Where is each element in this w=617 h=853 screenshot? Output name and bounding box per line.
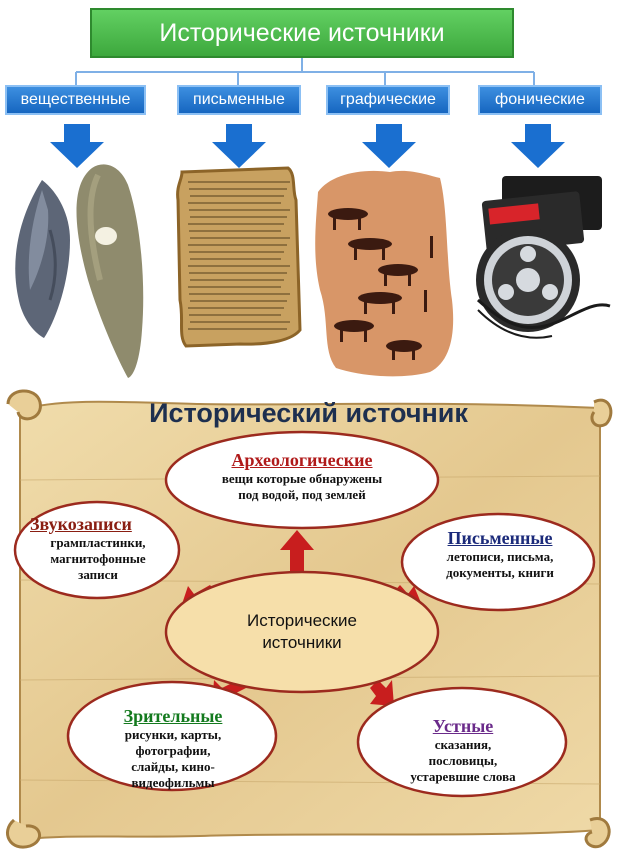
arrow-down-3 [362, 124, 416, 168]
page-title: Исторические источники [159, 18, 445, 47]
oval-archaeological [164, 430, 440, 530]
node-line: устаревшие слова [410, 769, 516, 784]
node-line: документы, книги [446, 565, 554, 580]
oval-written [400, 512, 596, 612]
flint-arrowhead-image [15, 180, 70, 338]
category-label: вещественные [20, 91, 131, 108]
top-diagram [15, 58, 611, 378]
category-material: вещественные [5, 85, 146, 115]
node-written: Письменные летописи, письма, документы, … [410, 528, 590, 581]
connector-lines [75, 58, 535, 85]
arrow-down-1 [50, 124, 104, 168]
category-label: графические [340, 91, 436, 108]
node-line: пословицы, [428, 753, 498, 768]
oval-center [164, 570, 440, 694]
node-line: видеофильмы [131, 775, 215, 790]
node-heading: Устные [432, 716, 494, 736]
oval-visual [66, 680, 278, 792]
category-label: фонические [495, 91, 585, 108]
node-line: записи [78, 567, 118, 582]
node-archaeological: Археологические вещи которые обнаружены … [166, 450, 438, 503]
center-node: Исторические источники [166, 610, 438, 654]
manuscript-image [176, 166, 302, 348]
node-line: слайды, кино- [131, 759, 215, 774]
scroll-diagram [6, 389, 613, 849]
node-line: сказания, [434, 737, 492, 752]
category-graphic: графические [326, 85, 450, 115]
center-line: Исторические [247, 611, 357, 630]
node-line: под водой, под землей [238, 487, 366, 502]
scroll-title: Исторический источник [149, 398, 468, 428]
node-heading: Археологические [231, 450, 373, 470]
category-written: письменные [177, 85, 301, 115]
arrow-up [280, 530, 314, 580]
cave-painting-image [315, 170, 454, 377]
stone-axe-image [76, 164, 144, 378]
node-heading: Письменные [447, 528, 553, 548]
arrow-right-down [370, 680, 394, 706]
center-line: источники [262, 633, 342, 652]
node-line: грампластинки, [50, 535, 146, 550]
oval-sound [13, 500, 181, 600]
node-visual: Зрительные рисунки, карты, фотографии, с… [76, 706, 270, 791]
page-title-box: Исторические источники [90, 8, 514, 58]
arrow-down-4 [511, 124, 565, 168]
node-heading: Зрительные [123, 706, 223, 726]
node-sound: Звукозаписи грампластинки, магнитофонные… [22, 514, 174, 583]
arrow-down-2 [212, 124, 266, 168]
node-line: рисунки, карты, [124, 727, 222, 742]
node-line: фотографии, [135, 743, 211, 758]
cassette-reel-image [476, 176, 611, 339]
category-phonic: фонические [478, 85, 602, 115]
node-line: магнитофонные [50, 551, 146, 566]
node-heading: Звукозаписи [30, 514, 132, 534]
node-oral: Устные сказания, пословицы, устаревшие с… [368, 716, 558, 785]
node-line: летописи, письма, [446, 549, 554, 564]
down-arrows [50, 124, 565, 168]
node-line: вещи которые обнаружены [221, 471, 383, 486]
category-label: письменные [193, 91, 285, 108]
oval-oral [356, 686, 568, 798]
